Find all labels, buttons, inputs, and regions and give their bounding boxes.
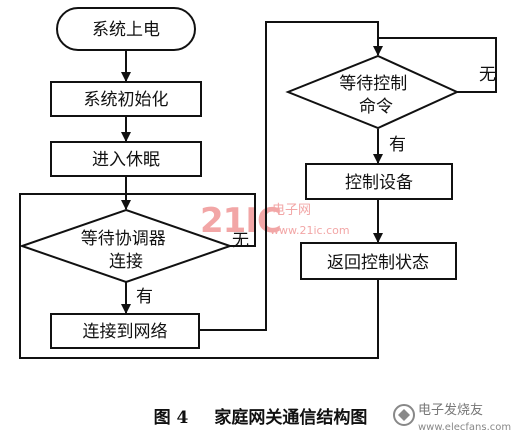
flowchart: 21IC 电子网 www.21ic.com 无 有 无 有 系统上电 系统初始化… (18, 7, 497, 359)
node-connect-network: 连接到网络 (50, 313, 200, 349)
corner-watermark: 电子发烧友 www.elecfans.com (393, 402, 511, 433)
edge-command-no-loop (378, 37, 497, 93)
elecfans-logo-icon (393, 404, 415, 426)
edge-label-coordinator-yes: 有 (136, 287, 153, 307)
node-label: 控制设备 (345, 173, 413, 193)
terminal-shape (56, 7, 196, 51)
node-control-device: 控制设备 (305, 163, 453, 200)
figure-caption: 图 4 家庭网关通信结构图 (0, 400, 521, 430)
edge-wait-no-loop (19, 193, 256, 359)
process-shape (50, 313, 200, 349)
node-label-line-1: 等待控制 (339, 74, 407, 94)
node-label: 系统初始化 (84, 90, 169, 110)
node-label: 系统上电 (92, 20, 160, 40)
node-return-state: 返回控制状态 (300, 242, 457, 280)
decision-shape (285, 54, 460, 130)
figure-title: 家庭网关通信结构图 (214, 407, 368, 428)
edge-connect-to-command (199, 21, 383, 331)
node-label: 等待控制 命令 (339, 74, 412, 117)
node-label: 连接到网络 (83, 322, 168, 342)
watermark-corner-text: 电子发烧友 (418, 402, 483, 418)
node-wait-command: 等待控制 命令 (285, 54, 460, 130)
node-label-line-2: 命令 (359, 97, 393, 117)
node-wait-coordinator: 等待协调器 连接 (18, 208, 234, 284)
node-label: 进入休眠 (92, 150, 160, 170)
node-sleep: 进入休眠 (50, 141, 202, 177)
figure-label: 图 4 (153, 407, 189, 428)
elecfans-logo-mark-icon (398, 409, 410, 421)
flow-edges (19, 21, 497, 359)
decision-shape (18, 208, 234, 284)
watermark-site-name: 电子网 (272, 203, 311, 218)
edge-return-to-sleep-loop (126, 280, 379, 359)
watermark-corner-url: www.elecfans.com (418, 422, 511, 433)
node-label-line-2: 连接 (109, 252, 143, 272)
node-label: 返回控制状态 (327, 253, 429, 273)
node-label: 等待协调器 连接 (81, 229, 171, 272)
watermark-site-url: www.21ic.com (270, 224, 350, 237)
edge-label-command-no: 无 (479, 65, 496, 85)
process-shape (50, 81, 202, 117)
watermark-logo: 21IC (200, 201, 281, 241)
edge-label-coordinator-no: 无 (232, 231, 249, 251)
edge-label-command-yes: 有 (389, 135, 406, 155)
node-label-line-1: 等待协调器 (81, 229, 166, 249)
process-shape (305, 163, 453, 200)
node-power-on: 系统上电 (56, 7, 196, 51)
process-shape (300, 242, 457, 280)
node-init: 系统初始化 (50, 81, 202, 117)
process-shape (50, 141, 202, 177)
site-watermark: 21IC 电子网 www.21ic.com (200, 201, 350, 241)
